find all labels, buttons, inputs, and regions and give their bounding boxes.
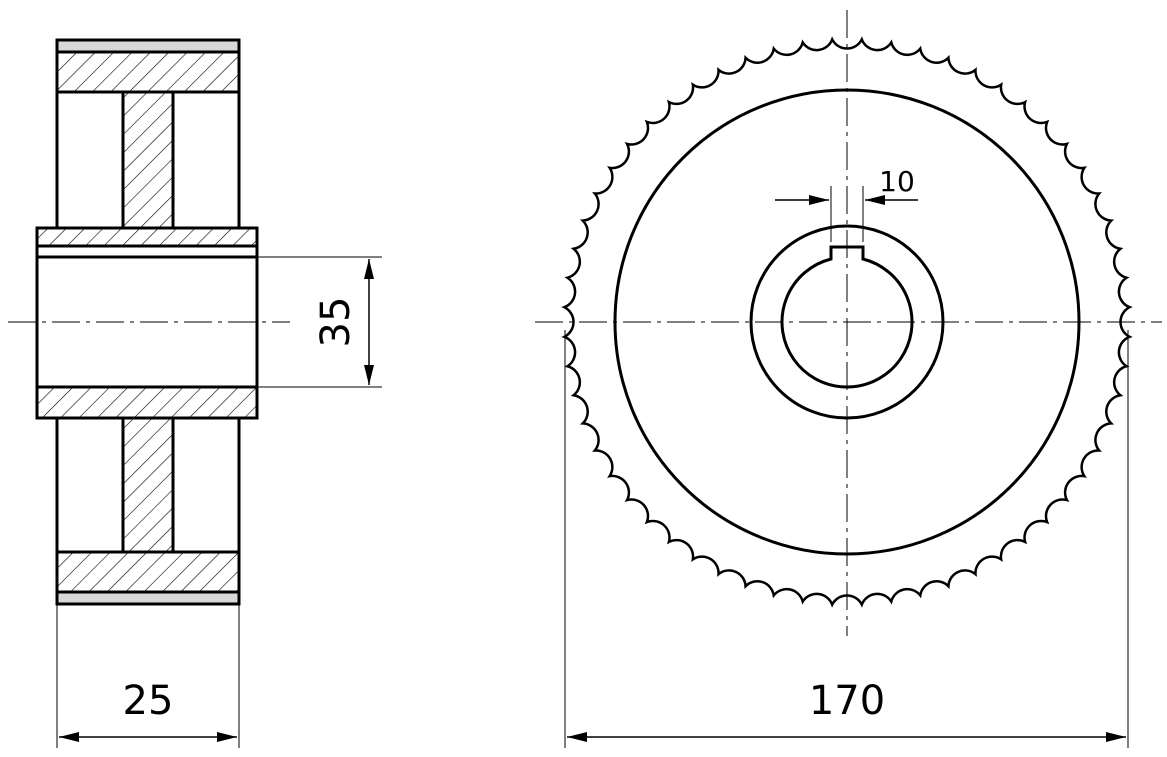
keyway-dimension: [775, 186, 918, 242]
lower-right-recess: [171, 416, 241, 554]
top-rim-section: [55, 50, 241, 94]
lower-web-section: [121, 416, 175, 554]
lower-left-recess: [55, 416, 125, 554]
hub-top-section: [35, 226, 259, 248]
width-dimension: [56, 604, 240, 748]
hub-bottom-section: [35, 385, 259, 420]
bottom-rim-section: [55, 550, 241, 594]
keyway-dimension-label: 10: [879, 165, 915, 198]
outer-diameter-label: 170: [809, 678, 885, 724]
upper-web-section: [121, 90, 175, 230]
outer-diameter-dimension: [564, 330, 1129, 748]
bore-dimension-label: 35: [313, 297, 359, 348]
bore-dimension: [257, 256, 382, 388]
width-dimension-label: 25: [123, 678, 174, 724]
upper-left-recess: [55, 90, 125, 230]
bore-with-keyway: [780, 245, 914, 389]
upper-right-recess: [171, 90, 241, 230]
top-rim-face: [55, 38, 241, 54]
bottom-rim-face: [55, 590, 241, 606]
gear-tooth-outline: [561, 36, 1133, 608]
section-view: [35, 38, 259, 606]
